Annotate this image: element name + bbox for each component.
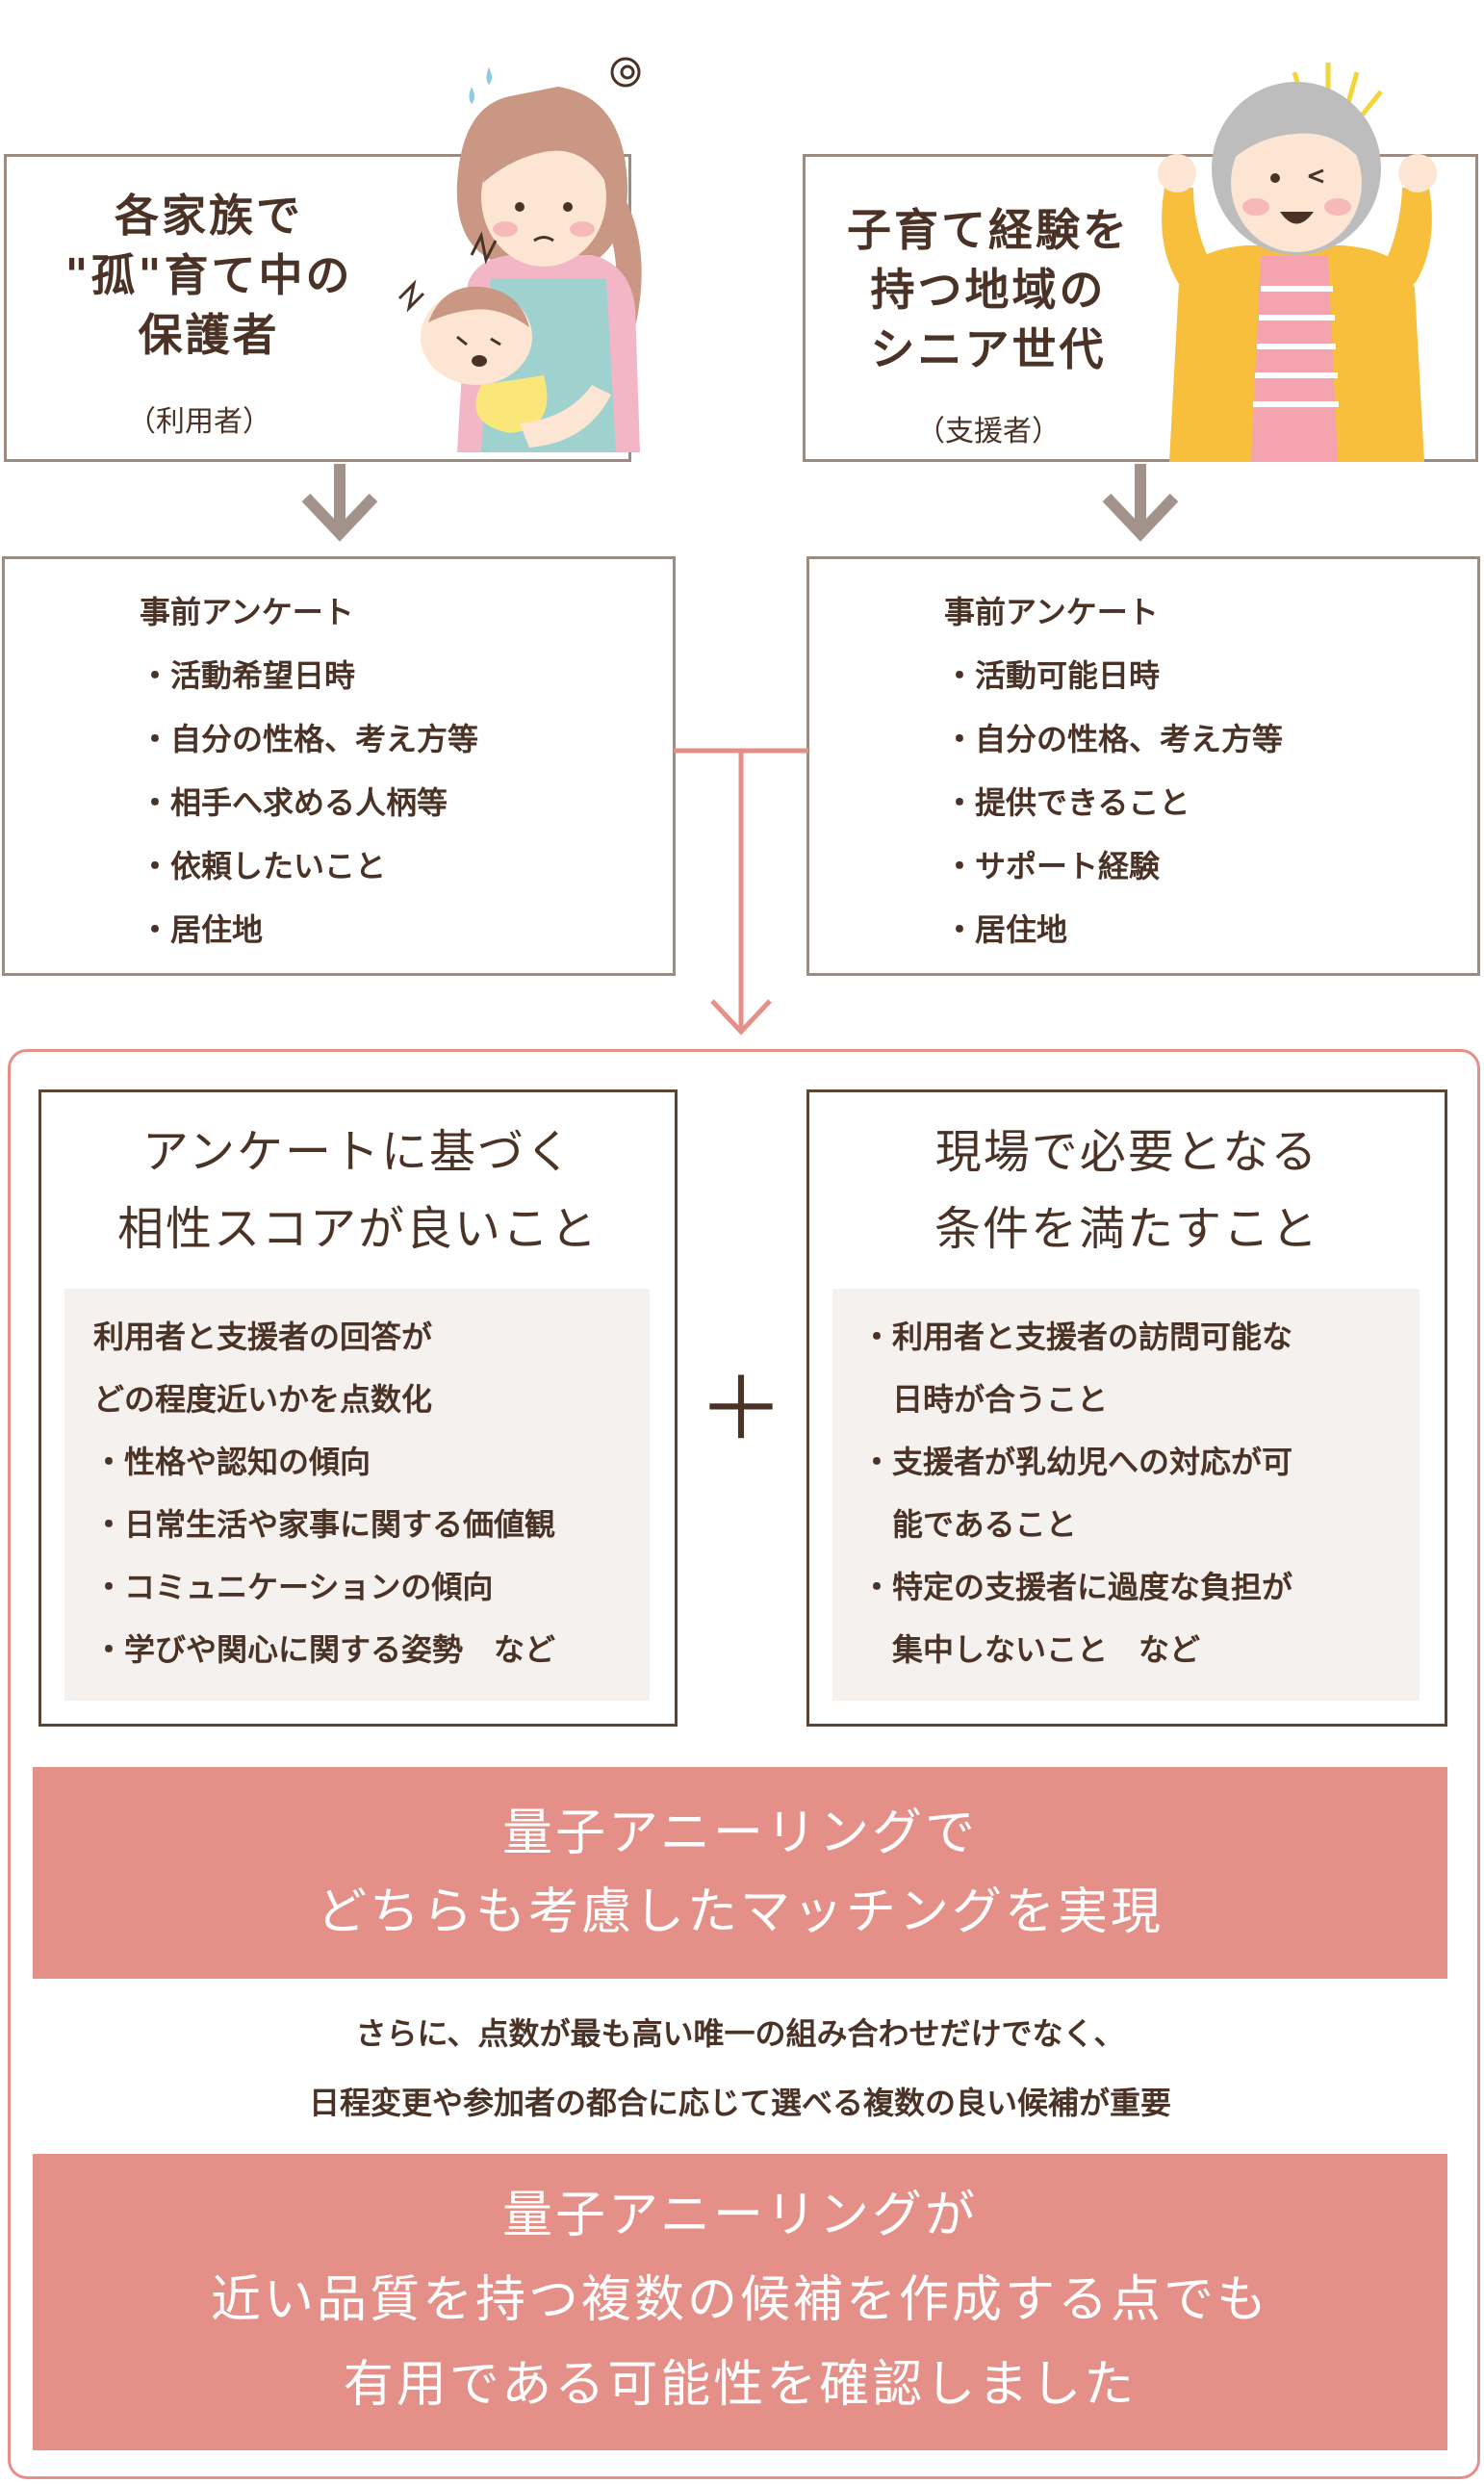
detail-line: 利用者と支援者の回答が <box>93 1319 433 1355</box>
list-item: ・活動希望日時 <box>140 657 356 694</box>
detail-line: ・日常生活や家事に関する価値観 <box>93 1506 556 1543</box>
condition-score-box: アンケートに基づく 相性スコアが良いこと 利用者と支援者の回答が どの程度近いか… <box>38 1089 678 1727</box>
list-item: ・提供できること <box>944 784 1190 821</box>
list-item: ・活動可能日時 <box>944 657 1161 694</box>
down-arrow-left <box>301 464 378 542</box>
detail-line: 日時が合うこと <box>861 1381 1109 1418</box>
condition-site-details: ・利用者と支援者の訪問可能な 日時が合うこと ・支援者が乳幼児への対応が可 能で… <box>832 1289 1420 1701</box>
supporter-group-title: 子育て経験を 持つ地域の シニア世代 <box>847 204 1130 375</box>
detail-line: ・利用者と支援者の訪問可能な <box>861 1319 1293 1355</box>
condition-site-heading: 現場で必要となる 条件を満たすこと <box>934 1125 1319 1256</box>
detail-line: ・学びや関心に関する姿勢 など <box>93 1631 556 1668</box>
multiple-candidates-note: さらに、点数が最も高い唯一の組み合わせだけでなく、 日程変更や参加者の都合に応じ… <box>308 2015 1171 2121</box>
supporter-survey-list: 事前アンケート ・活動可能日時 ・自分の性格、考え方等 ・提供できること ・サポ… <box>944 580 1283 961</box>
list-item: ・依頼したいこと <box>140 848 387 884</box>
list-item: ・自分の性格、考え方等 <box>944 721 1284 757</box>
list-item: ・サポート経験 <box>944 848 1161 884</box>
detail-line: 集中しないこと など <box>861 1631 1201 1668</box>
supporter-survey-box: 事前アンケート ・活動可能日時 ・自分の性格、考え方等 ・提供できること ・サポ… <box>806 556 1480 976</box>
plus-symbol: ＋ <box>698 1359 784 1460</box>
user-survey-list: 事前アンケート ・活動希望日時 ・自分の性格、考え方等 ・相手へ求める人柄等 ・… <box>140 580 478 961</box>
merge-connector <box>674 748 808 1036</box>
detail-line: ・コミュニケーションの傾向 <box>93 1569 494 1605</box>
user-group-title: 各家族で "孤"育て中の 保護者 <box>64 190 353 361</box>
detail-line: ・性格や認知の傾向 <box>93 1444 371 1480</box>
senior-supporter-illustration <box>1158 63 1437 462</box>
detail-line: ・特定の支援者に過度な負担が <box>861 1569 1293 1605</box>
quantum-conclusion-banner: 量子アニーリングが 近い品質を持つ複数の候補を作成する点でも 有用である可能性を… <box>33 2154 1447 2450</box>
survey-heading: 事前アンケート <box>944 594 1159 630</box>
mother-with-baby-illustration <box>397 57 642 452</box>
detail-line: どの程度近いかを点数化 <box>93 1381 433 1418</box>
user-survey-box: 事前アンケート ・活動希望日時 ・自分の性格、考え方等 ・相手へ求める人柄等 ・… <box>2 556 676 976</box>
condition-site-box: 現場で必要となる 条件を満たすこと ・利用者と支援者の訪問可能な 日時が合うこと… <box>806 1089 1447 1727</box>
supporter-role-label: （支援者） <box>916 415 1061 448</box>
detail-line: ・支援者が乳幼児への対応が可 <box>861 1444 1293 1480</box>
condition-score-details: 利用者と支援者の回答が どの程度近いかを点数化 ・性格や認知の傾向 ・日常生活や… <box>64 1289 650 1701</box>
survey-heading: 事前アンケート <box>140 594 354 630</box>
list-item: ・自分の性格、考え方等 <box>140 721 479 757</box>
list-item: ・居住地 <box>140 911 264 948</box>
quantum-matching-banner: 量子アニーリングで どちらも考慮したマッチングを実現 <box>33 1767 1447 1979</box>
down-arrow-right <box>1102 464 1179 542</box>
condition-score-heading: アンケートに基づく 相性スコアが良いこと <box>116 1125 599 1256</box>
user-role-label: （利用者） <box>127 405 271 439</box>
list-item: ・居住地 <box>944 911 1068 948</box>
list-item: ・相手へ求める人柄等 <box>140 784 448 821</box>
detail-line: 能であること <box>861 1506 1077 1543</box>
